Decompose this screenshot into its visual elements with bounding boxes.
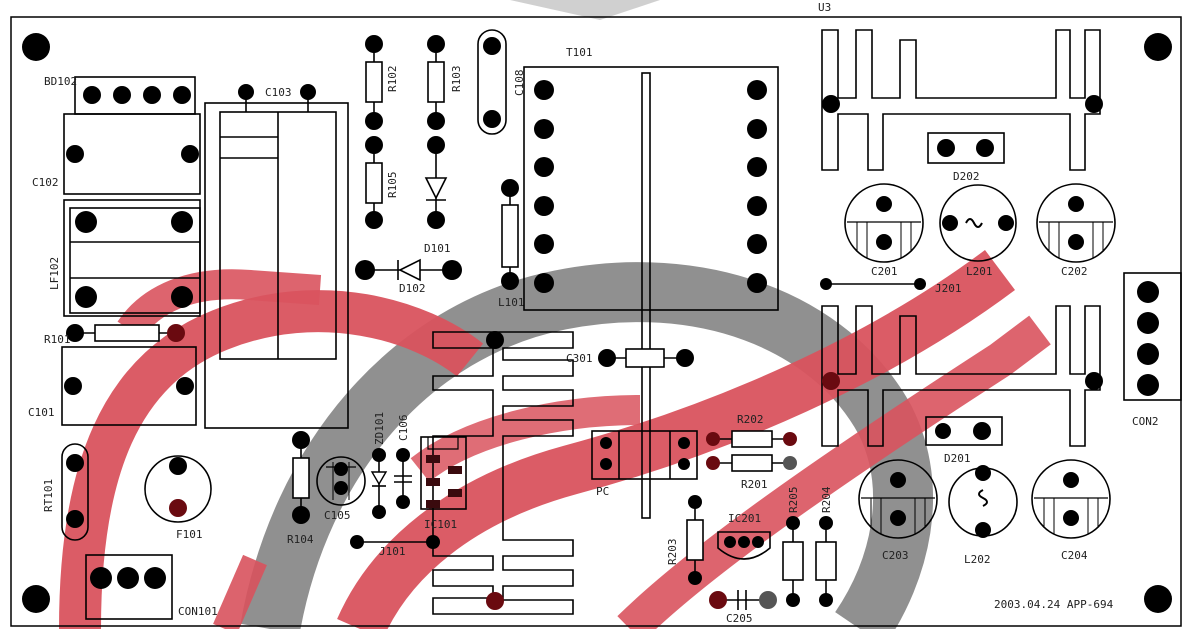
label-c201: C201 [871,265,898,278]
label-r205: R205 [787,487,800,514]
label-con2: CON2 [1132,415,1159,428]
label-lf102: LF102 [48,257,61,290]
label-c203: C203 [882,549,909,562]
label-con101: CON101 [178,605,218,618]
label-c108: C108 [513,70,526,97]
label-r203: R203 [666,539,679,566]
c103: C103 [204,84,349,429]
r204: R204 [815,486,837,607]
label-c205: C205 [726,612,753,625]
r105: R105 [365,136,399,229]
label-c204: C204 [1061,549,1088,562]
label-r103: R103 [450,66,463,93]
c202: C202 [1036,183,1116,278]
label-c103: C103 [265,86,292,99]
r205: R205 [782,487,804,607]
top-mark-label: U3 [818,1,831,14]
label-d201: D201 [944,452,971,465]
label-r104: R104 [287,533,314,546]
j201: J201 [820,278,962,295]
label-r101: R101 [44,333,71,346]
label-zd101: ZD101 [373,412,386,445]
date-code-label: 2003.04.24 APP-694 [994,598,1114,611]
zd101: ZD101 [370,412,388,519]
c201: C201 [844,183,924,278]
con101: CON101 [85,554,218,620]
heatsink-d201: D201 [821,305,1103,465]
r104: R104 [287,431,314,546]
r101: R101 [44,324,185,346]
j101: J101 [350,535,440,558]
c105: C105 [316,456,366,522]
label-r201: R201 [741,478,768,491]
c101: C101 [28,346,197,426]
label-j201: J201 [935,282,962,295]
c102: C102 [32,113,201,195]
label-r105: R105 [386,172,399,199]
label-l202: L202 [964,553,991,566]
r202: R202 [706,413,797,448]
r203: R203 [666,495,704,585]
label-c102: C102 [32,176,59,189]
c108: C108 [477,29,526,135]
label-c301: C301 [566,352,593,365]
heatsink-d202: D202 [821,29,1103,183]
l202: L202 [948,465,1018,566]
c301: C301 [566,348,694,368]
label-c202: C202 [1061,265,1088,278]
label-d101: D101 [424,242,451,255]
c205: C205 [709,590,777,625]
rt101: RT101 [42,443,89,541]
label-c106: C106 [397,415,410,442]
bd102: BD102 [44,75,196,115]
d101: D101 [424,136,451,255]
label-f101: F101 [176,528,203,541]
pc: PC [591,430,698,498]
label-pc: PC [596,485,609,498]
heatsink-primary [432,331,574,615]
label-r102: R102 [386,66,399,93]
label-j101: J101 [379,545,406,558]
c106: C106 [394,415,412,509]
mounting-holes [22,33,1172,613]
label-l101: L101 [498,296,525,309]
d102: D102 [355,258,462,295]
label-ic201: IC201 [728,512,761,525]
r103: R103 [427,35,463,130]
label-ic101: IC101 [424,518,457,531]
label-d102: D102 [399,282,426,295]
f101: F101 [144,455,212,541]
ic201: IC201 [717,512,771,560]
ic101: IC101 [420,436,467,531]
label-d202: D202 [953,170,980,183]
label-r204: R204 [820,486,833,513]
con2: CON2 [1123,272,1182,428]
c203: C203 [858,459,938,562]
label-c101: C101 [28,406,55,419]
watermark-logo [59,0,1051,629]
label-l201: L201 [966,265,993,278]
c204: C204 [1031,459,1111,562]
r102: R102 [365,35,399,130]
label-c105: C105 [324,509,351,522]
r201: R201 [706,454,797,491]
l201: L201 [939,184,1017,278]
t101: T101 [523,46,779,519]
lf102: LF102 [48,199,201,317]
l101: L101 [498,179,525,309]
label-bd102: BD102 [44,75,77,88]
label-r202: R202 [737,413,764,426]
label-rt101: RT101 [42,479,55,512]
label-t101: T101 [566,46,593,59]
